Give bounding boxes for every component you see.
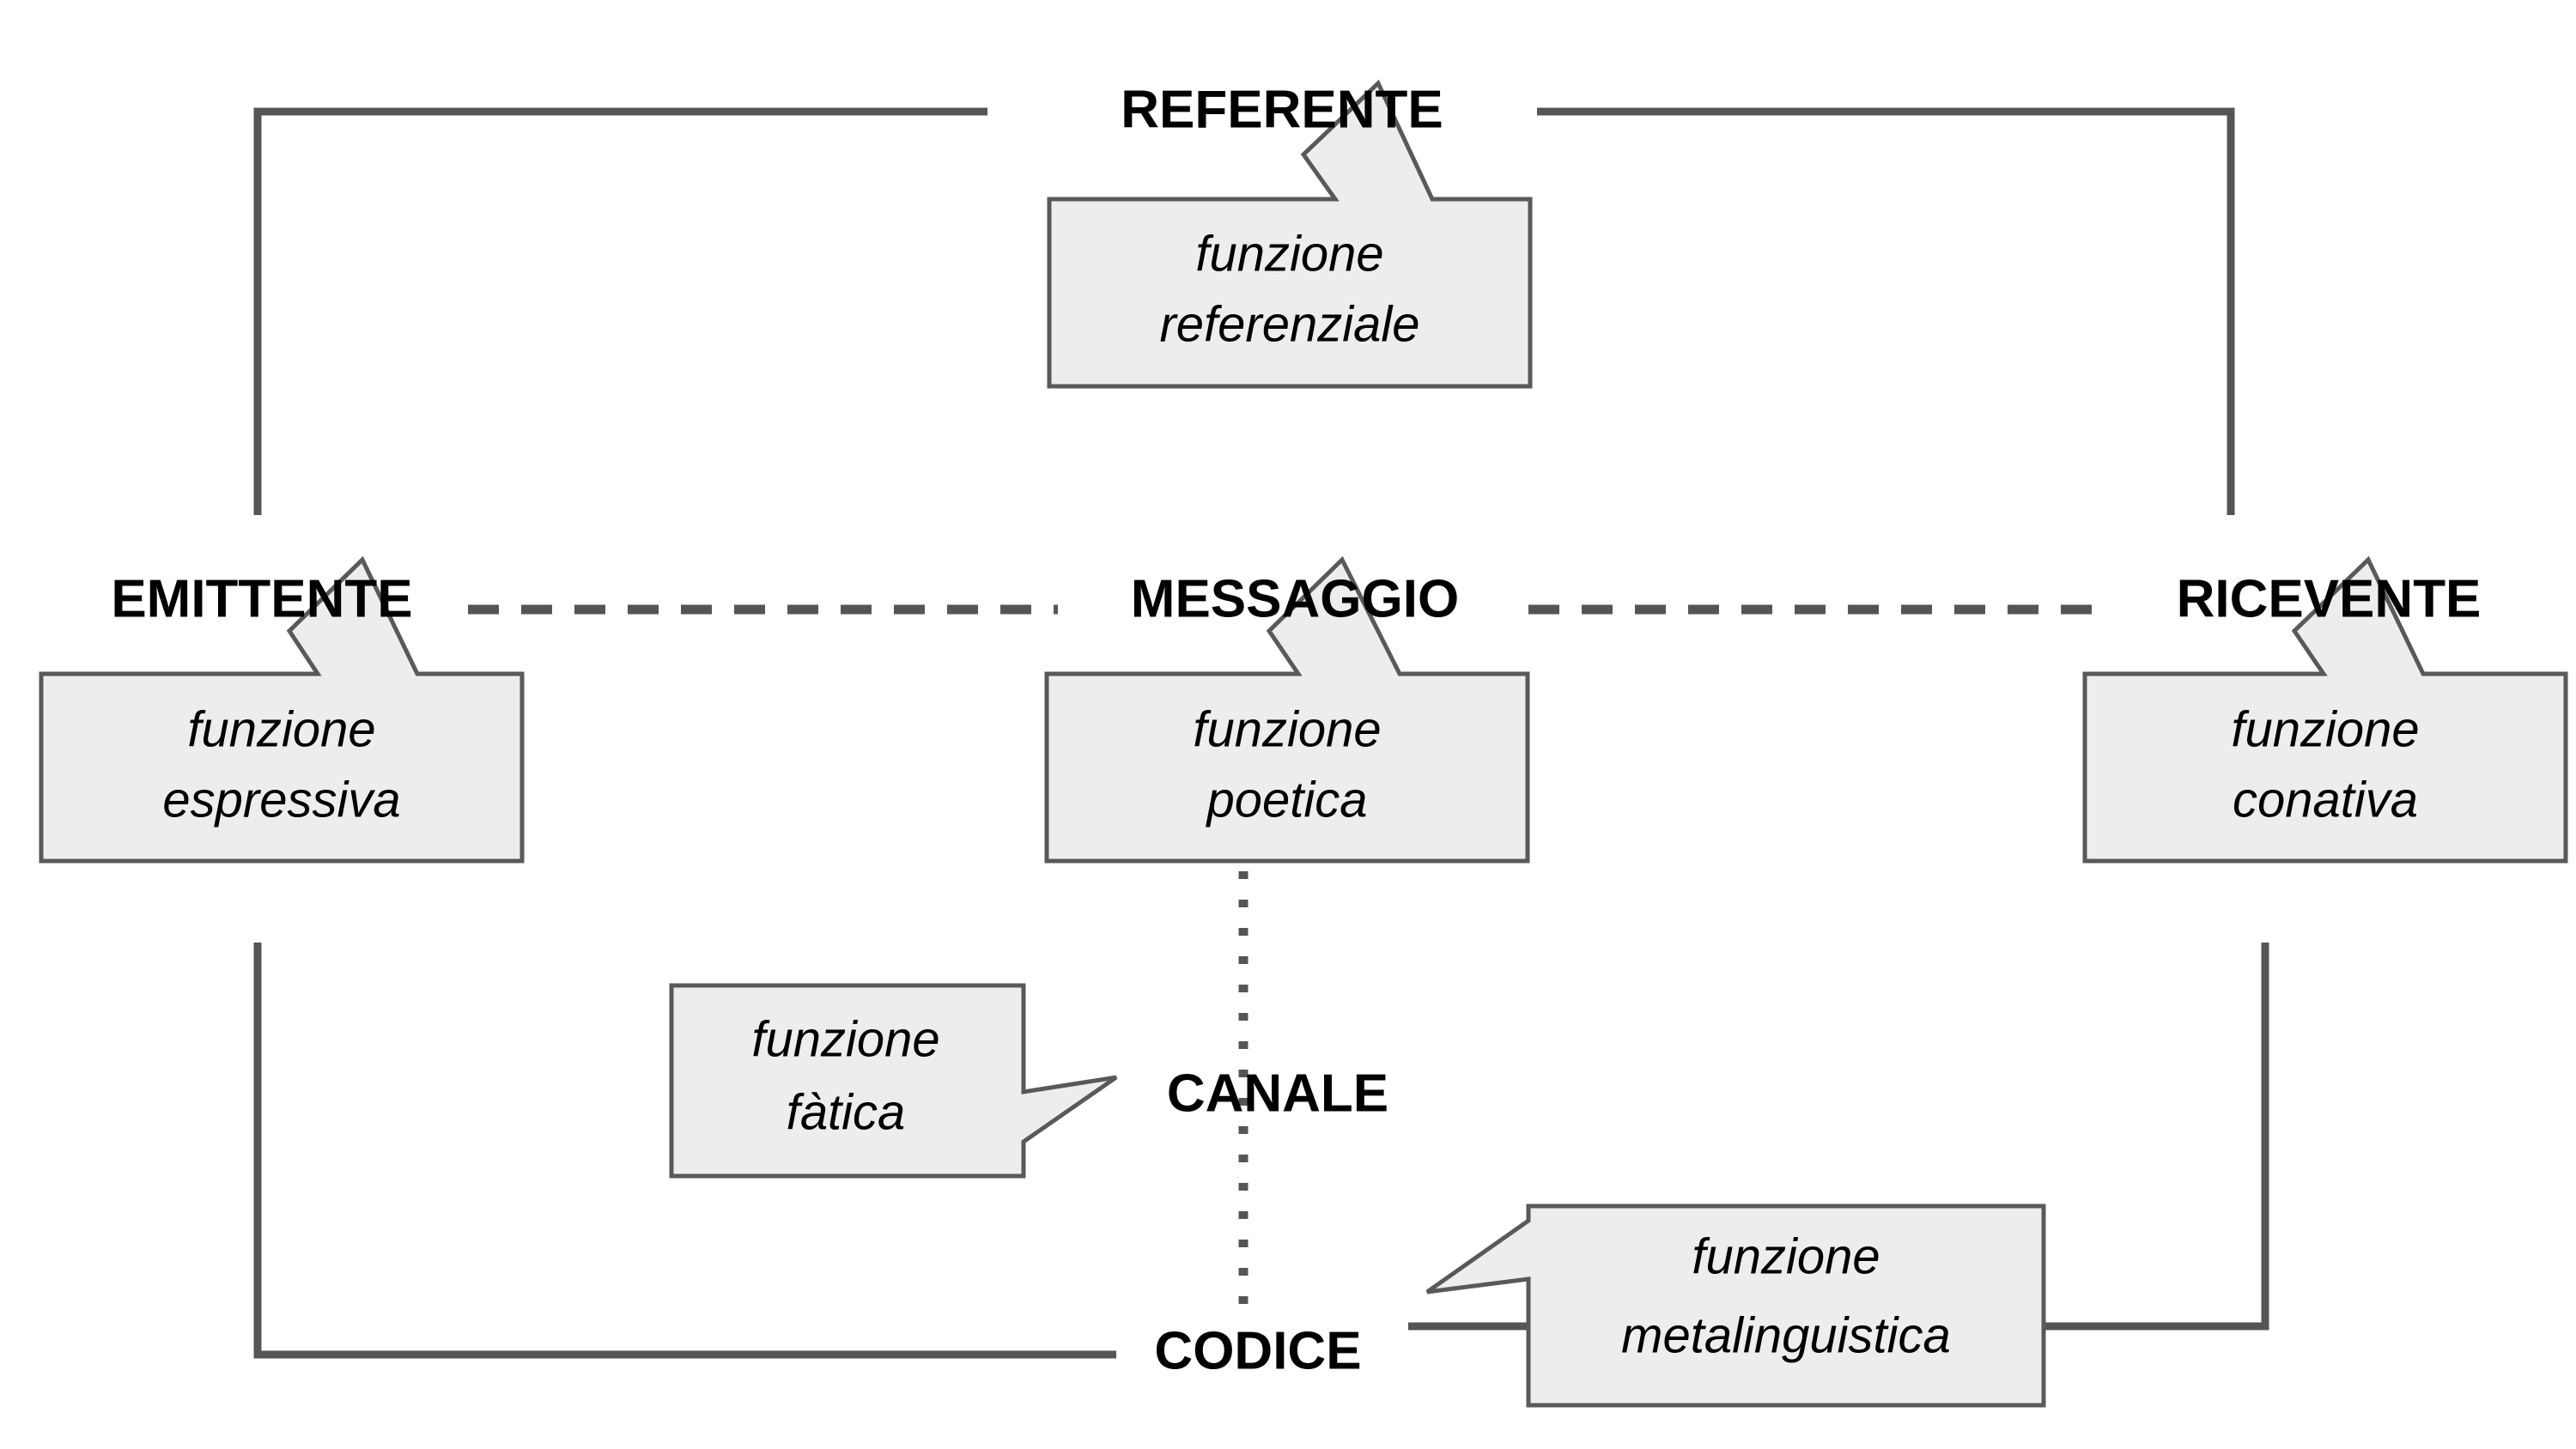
callout-metalinguistica-line1: funzione: [1692, 1228, 1880, 1284]
callout-fatica-line1: funzione: [751, 1011, 939, 1067]
callout-metalinguistica-line2: metalinguistica: [1621, 1307, 1951, 1363]
callout-fatica-shape: [669, 983, 1118, 1179]
node-label-emittente: EMITTENTE: [111, 569, 412, 628]
callout-fatica-line2: fàtica: [787, 1084, 906, 1140]
connector-emittente-to-codice-left: [253, 943, 1116, 1359]
callout-espressiva-shape: [39, 555, 525, 864]
callout-espressiva: funzione espressiva: [39, 555, 525, 864]
callout-conativa-line2: conativa: [2233, 772, 2418, 828]
callout-referenziale-line1: funzione: [1195, 226, 1383, 282]
callout-espressiva-line1: funzione: [187, 701, 375, 757]
callout-poetica-line1: funzione: [1193, 701, 1381, 757]
callout-poetica-shape: [1044, 555, 1530, 864]
callout-metalinguistica-shape: [1425, 1203, 2046, 1408]
connector-referente-to-ricevente-right: [1537, 107, 2235, 515]
callout-conativa-line1: funzione: [2231, 701, 2419, 757]
callout-referenziale-shape: [1047, 79, 1533, 389]
callout-conativa-shape: [2082, 555, 2568, 864]
callout-referenziale: funzione referenziale: [1047, 79, 1533, 389]
callout-poetica: funzione poetica: [1044, 555, 1530, 864]
node-label-ricevente: RICEVENTE: [2177, 569, 2482, 628]
callout-metalinguistica: funzione metalinguistica: [1425, 1203, 2046, 1408]
callout-fatica: funzione fàtica: [669, 983, 1118, 1179]
node-label-referente: REFERENTE: [1121, 80, 1443, 139]
node-label-codice: CODICE: [1154, 1321, 1361, 1380]
connector-referente-to-emittente-left: [253, 107, 987, 515]
node-label-messaggio: MESSAGGIO: [1131, 569, 1459, 628]
callout-conativa: funzione conativa: [2082, 555, 2568, 864]
callout-espressiva-line2: espressiva: [162, 772, 400, 828]
callout-poetica-line2: poetica: [1205, 772, 1367, 828]
callout-referenziale-line2: referenziale: [1159, 296, 1419, 352]
node-label-canale: CANALE: [1167, 1064, 1388, 1123]
